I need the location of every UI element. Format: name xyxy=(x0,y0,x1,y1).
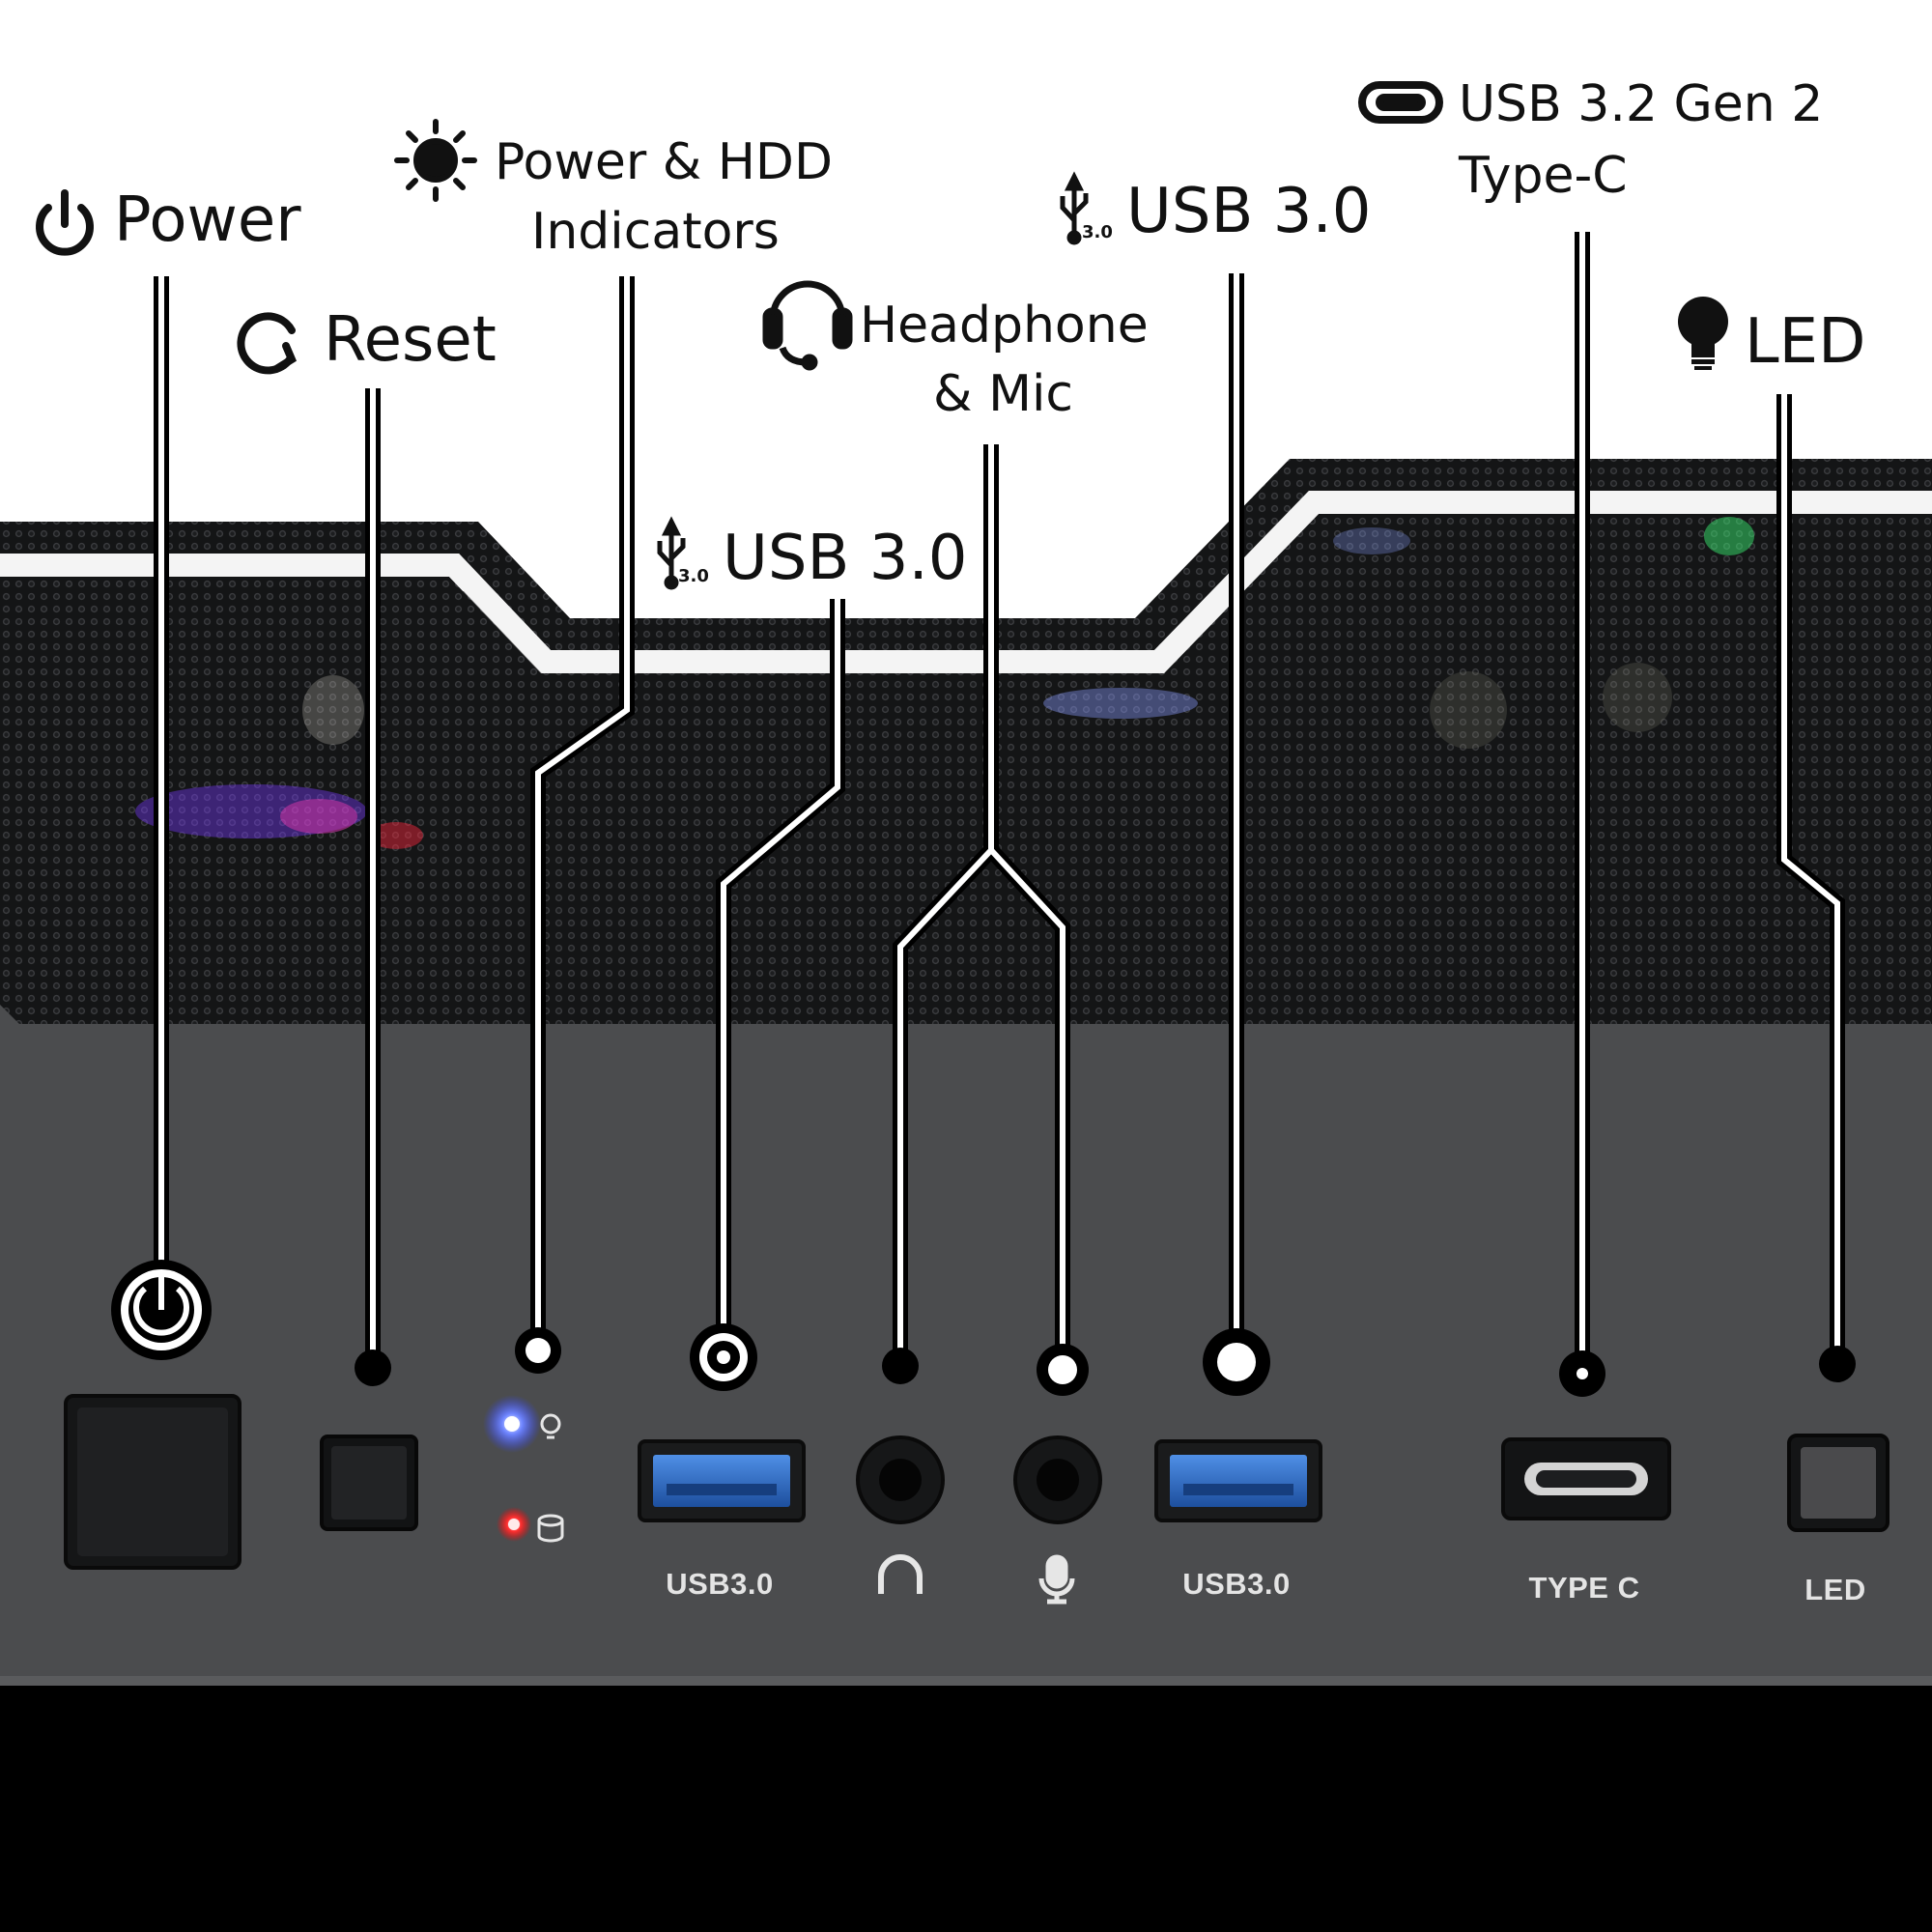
reset-icon xyxy=(237,312,298,375)
indicators-callout-line2: Indicators xyxy=(531,203,780,261)
front-panel-body xyxy=(0,1005,1932,1686)
usb-left-callout-label: USB 3.0 xyxy=(723,523,968,594)
usb-port-right xyxy=(1154,1439,1322,1522)
power-callout-label: Power xyxy=(114,185,301,256)
reset-callout-label: Reset xyxy=(324,304,497,376)
typec-callout-line2: Type-C xyxy=(1459,147,1628,205)
headphone-jack xyxy=(856,1435,945,1524)
bulb-icon xyxy=(1678,297,1728,370)
usb-left-badge: 3.0 xyxy=(678,566,709,586)
usb-c-icon xyxy=(1358,81,1443,124)
led-button-physical xyxy=(1787,1434,1889,1532)
led-callout-label: LED xyxy=(1745,306,1866,378)
usb-icon xyxy=(1060,171,1089,245)
panel-label-usb-right: USB3.0 xyxy=(1182,1567,1291,1601)
indicators-callout-line1: Power & HDD xyxy=(495,133,834,191)
hdd-icon xyxy=(537,1514,564,1543)
panel-label-typec: TYPE C xyxy=(1528,1571,1640,1605)
usb-right-badge: 3.0 xyxy=(1082,222,1113,242)
headphone-callout-line2: & Mic xyxy=(933,365,1073,423)
panel-label-led: LED xyxy=(1804,1573,1866,1606)
leader-nodes xyxy=(111,1260,1856,1397)
usb-icon xyxy=(657,516,686,590)
power-button-physical xyxy=(64,1394,242,1570)
usb-port-left xyxy=(638,1439,806,1522)
usb-right-callout-label: USB 3.0 xyxy=(1126,176,1372,247)
mic-jack xyxy=(1013,1435,1102,1524)
rgb-glow xyxy=(135,517,1754,849)
headphone-callout-line1: Headphone xyxy=(860,297,1149,355)
power-led-bulb-icon xyxy=(540,1413,561,1439)
leader-lines-white xyxy=(158,232,1840,1360)
sun-icon xyxy=(394,119,477,202)
microphone-icon xyxy=(1038,1554,1075,1605)
typec-callout-line1: USB 3.2 Gen 2 xyxy=(1459,75,1824,133)
power-icon xyxy=(36,189,94,256)
headset-icon xyxy=(762,280,853,371)
panel-label-usb-left: USB3.0 xyxy=(666,1567,774,1601)
reset-button-physical xyxy=(320,1435,418,1531)
headphone-icon xyxy=(878,1554,923,1594)
type-c-port xyxy=(1501,1437,1671,1520)
